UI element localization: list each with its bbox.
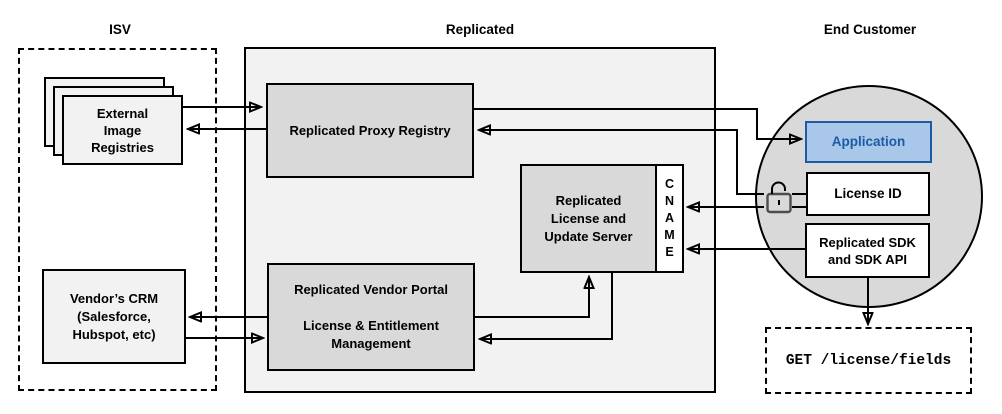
isv-boundary (18, 48, 217, 391)
node-external-image-registries: External Image Registries (62, 95, 183, 165)
node-application: Application (805, 121, 932, 163)
replicated-section-title: Replicated (445, 22, 515, 37)
node-replicated-license-update-server: Replicated License and Update Server (520, 164, 657, 273)
node-replicated-sdk: Replicated SDK and SDK API (805, 223, 930, 278)
end-customer-section-title: End Customer (823, 22, 917, 37)
node-replicated-vendor-portal: Replicated Vendor Portal License & Entit… (267, 263, 475, 371)
node-cname: CNAME (655, 164, 684, 273)
isv-section-title: ISV (109, 22, 131, 37)
node-license-id: License ID (806, 172, 930, 216)
node-replicated-proxy-registry: Replicated Proxy Registry (266, 83, 474, 178)
node-vendors-crm: Vendor’s CRM (Salesforce, Hubspot, etc) (42, 269, 186, 364)
cname-label: CNAME (664, 177, 675, 259)
node-get-license-fields: GET /license/fields (765, 327, 972, 394)
